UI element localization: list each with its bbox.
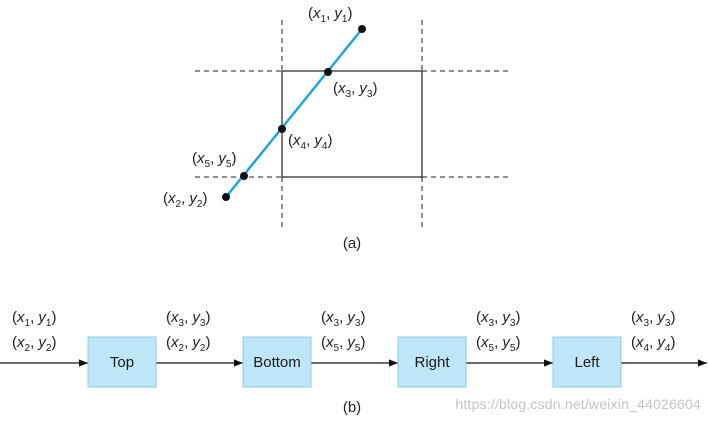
stage-right: Right [397,336,467,388]
stage-bottom: Bottom [242,336,312,388]
point-p2 [222,193,230,201]
edge-1-label-1: (x3, y3) [166,309,210,329]
caption-a: (a) [343,235,361,252]
edge-3-label-1: (x3, y3) [476,309,520,329]
stage-left: Left [552,336,622,388]
edge-3-label-2: (x5, y5) [476,334,520,354]
edge-2-label-1: (x3, y3) [321,309,365,329]
stage-left-label: Left [574,354,600,371]
watermark: https://blog.csdn.net/weixin_44026604 [455,396,701,412]
line-segment [225,28,363,198]
label-p1: (x1, y1) [308,5,352,25]
edge-1-label-2: (x2, y2) [166,334,210,354]
stage-top: Top [87,336,157,388]
label-p3: (x3, y3) [333,80,377,100]
point-p3 [324,68,332,76]
clip-window-rect [281,70,423,178]
edge-2-label-2: (x5, y5) [321,334,365,354]
point-p5 [240,172,248,180]
caption-b: (b) [343,399,361,416]
edge-0-label-1: (x1, y1) [12,309,56,329]
label-p5: (x5, y5) [192,150,236,170]
clip-pipeline: Top Bottom Right Left (x1, y1) (x2, y2) … [0,309,707,416]
label-p4: (x4, y4) [288,132,332,152]
stage-top-label: Top [110,354,134,371]
point-p4 [278,125,286,133]
edge-4-label-1: (x3, y3) [631,309,675,329]
stage-right-label: Right [414,354,450,371]
stage-bottom-label: Bottom [253,354,301,371]
clip-window-diagram: (x1, y1) (x3, y3) (x4, y4) (x5, y5) (x2,… [163,5,512,252]
edge-4-label-2: (x4, y4) [631,334,675,354]
edge-0-label-2: (x2, y2) [12,334,56,354]
label-p2: (x2, y2) [163,190,207,210]
point-p1 [358,25,366,33]
